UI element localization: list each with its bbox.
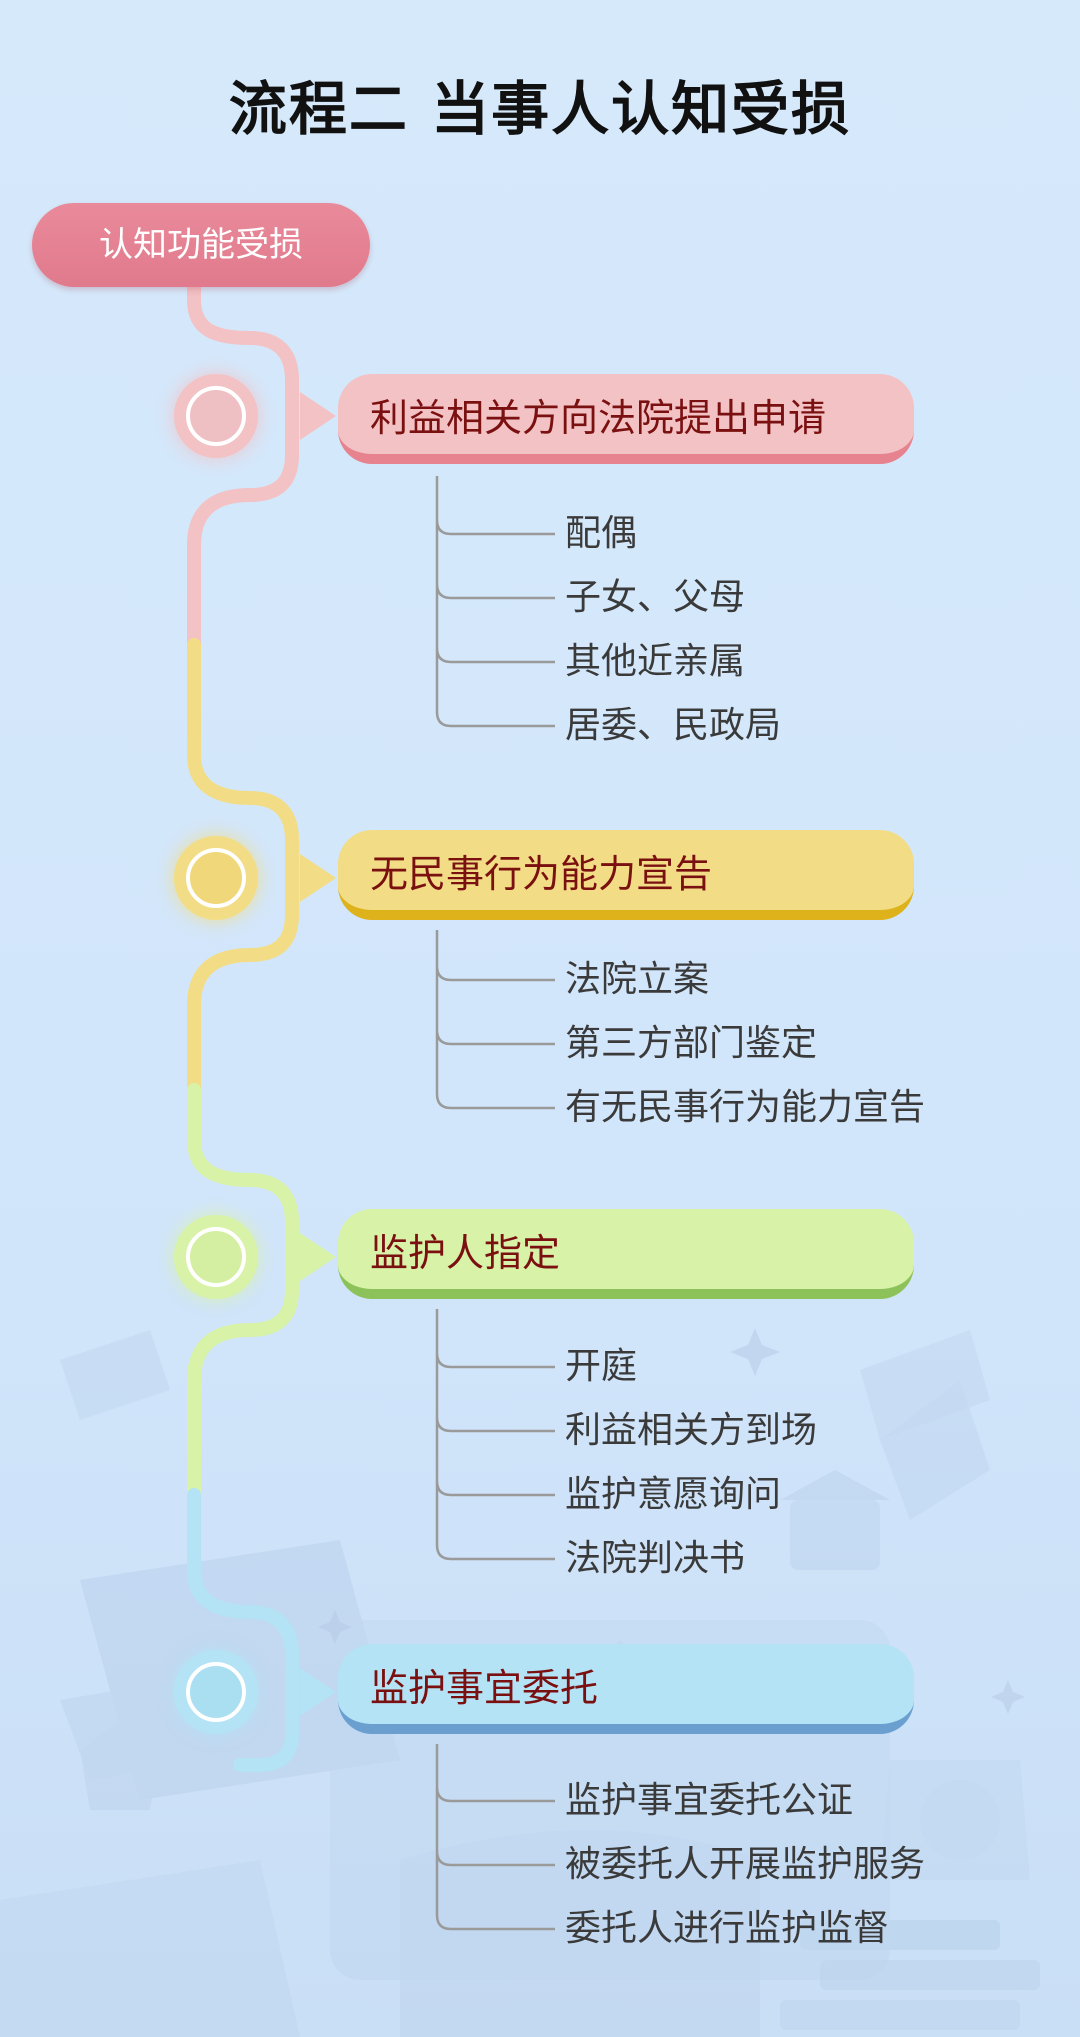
sub-item: 子女、父母 [565,577,746,618]
connector-blue [187,1488,299,1772]
connector-yellow [187,638,299,1097]
connector-pink [187,280,299,652]
stage-node-2 [174,836,258,920]
branch-line [435,1309,555,1561]
node-ring [186,848,246,908]
stage-node-1 [174,374,258,458]
node-ring [186,1227,246,1287]
sub-item: 第三方部门鉴定 [565,1023,818,1064]
sub-item: 委托人进行监护监督 [565,1908,890,1949]
page-title: 流程二 当事人认知受损 [228,75,852,143]
node-ring [186,1662,246,1722]
branch-line [435,476,555,728]
sub-item: 监护事宜委托公证 [565,1780,854,1821]
sub-item: 法院立案 [565,959,710,1000]
stage-arrow-2 [300,854,336,902]
sub-item: 监护意愿询问 [565,1474,782,1515]
sub-item: 法院判决书 [565,1538,746,1579]
sub-item: 开庭 [565,1346,638,1387]
stage-label-2: 无民事行为能力宣告 [370,852,713,896]
sub-item-branch-lines [435,476,555,1931]
stage-label-4: 监护事宜委托 [370,1666,599,1710]
stage-box-3: 监护人指定 [338,1209,914,1299]
stage-arrow-1 [300,392,336,440]
branch-line [435,930,555,1110]
sub-item: 被委托人开展监护服务 [565,1844,926,1885]
stage-label-3: 监护人指定 [370,1231,561,1275]
branch-line [435,1744,555,1931]
stage-box-2: 无民事行为能力宣告 [338,830,914,920]
stage-arrow-4 [300,1668,336,1716]
stage-node-3 [174,1215,258,1299]
sub-item: 配偶 [565,513,638,554]
stage-node-4 [174,1650,258,1734]
node-ring [186,386,246,446]
sub-item: 其他近亲属 [565,641,746,682]
sub-item: 居委、民政局 [565,705,782,746]
stage-box-4: 监护事宜委托 [338,1644,914,1734]
stage-label-1: 利益相关方向法院提出申请 [370,396,827,440]
stage-arrow-3 [300,1233,336,1281]
connector-green [187,1083,299,1502]
stage-box-1: 利益相关方向法院提出申请 [338,374,914,464]
sub-item: 有无民事行为能力宣告 [565,1087,926,1128]
start-pill-cognitive-impairment: 认知功能受损 [32,203,370,287]
sub-item: 利益相关方到场 [565,1410,818,1451]
